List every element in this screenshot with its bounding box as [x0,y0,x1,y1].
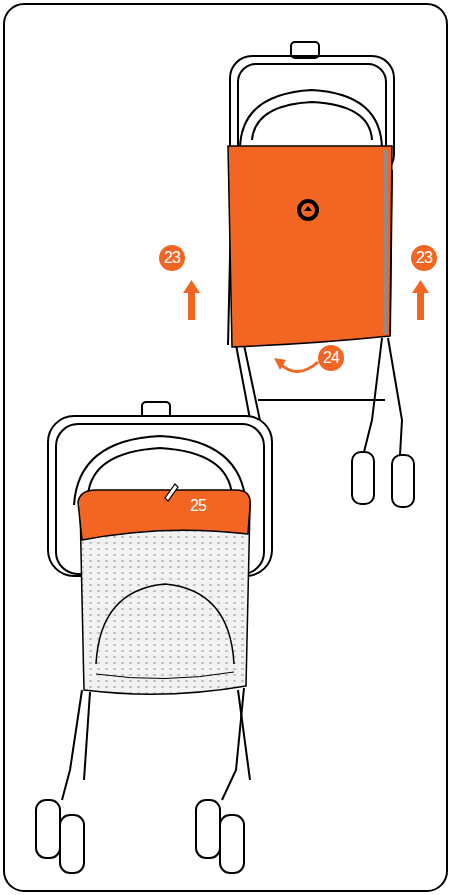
seat-cover [228,146,392,347]
seat-edge [96,584,234,664]
callout-number: 23 [159,245,185,271]
fold-arrow-head [274,358,286,370]
logo-mark [304,206,312,211]
callout-number: 23 [411,245,437,271]
lift-arrows [183,280,429,320]
rolled-cover [78,490,250,540]
callout-number: 25 [185,493,211,519]
stroller-front-view [36,402,272,873]
logo-ring [299,201,317,219]
zipper-pull [165,484,178,501]
callout-number: 24 [318,345,344,371]
seat-seam [96,672,234,679]
cover-edge [385,150,386,334]
fold-arrow [280,362,318,372]
frame-border [4,4,447,891]
